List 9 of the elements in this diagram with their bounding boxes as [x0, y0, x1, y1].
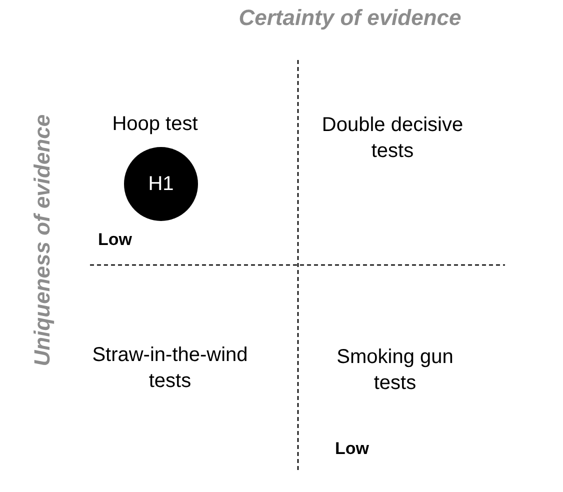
quadrant-label: Double decisive tests: [320, 113, 464, 164]
axis-title: Certainty of evidence: [238, 4, 462, 32]
axis-end-label: Low: [97, 229, 133, 251]
quadrant-label: Hoop test: [111, 112, 199, 137]
quadrant-label: Smoking gun tests: [336, 345, 454, 396]
hypothesis-circle: H1: [124, 147, 198, 221]
axis-title: Uniqueness of evidence: [28, 113, 56, 368]
axis-end-label: Low: [334, 438, 370, 460]
quadrant-label: Straw-in-the-wind tests: [91, 343, 249, 394]
